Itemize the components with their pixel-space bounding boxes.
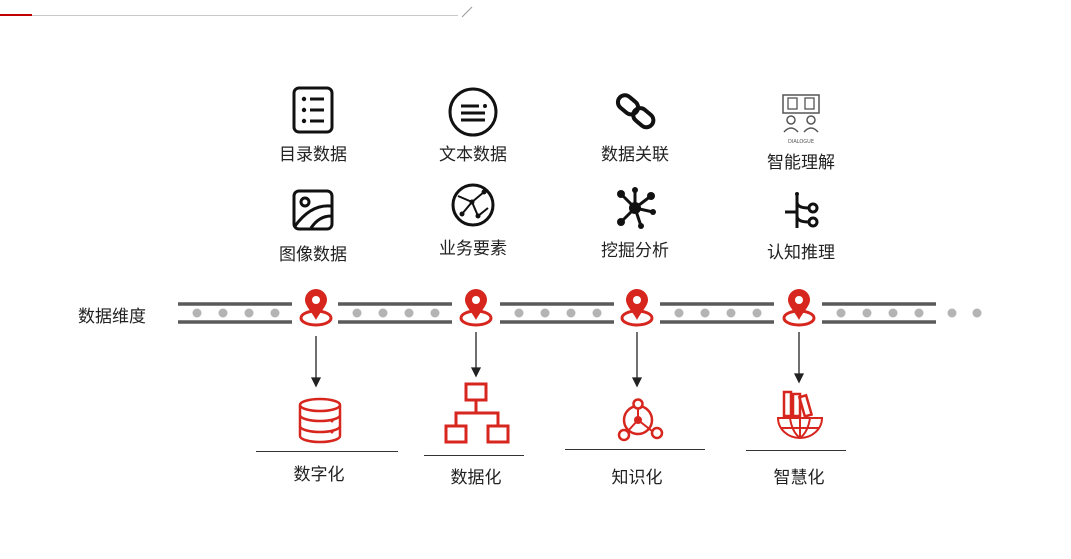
molecule-nodes-icon	[617, 187, 656, 229]
location-pin-icon	[782, 289, 816, 327]
track-dot	[218, 308, 228, 318]
track-dot	[244, 308, 254, 318]
stage-label-datafication: 数据化	[450, 468, 502, 488]
track-dot	[592, 308, 602, 318]
feature-label: 智能理解	[767, 153, 835, 173]
track-dot	[674, 308, 684, 318]
feature-label: 数据关联	[601, 145, 669, 165]
stage-underline	[424, 455, 524, 456]
track-dot	[514, 308, 524, 318]
track-dot	[862, 308, 872, 318]
stage-underline	[565, 449, 705, 450]
feature-label: 业务要素	[439, 239, 507, 259]
dialogue-icon: DIALOGUE	[782, 94, 820, 145]
text-circle-icon	[448, 87, 498, 137]
track-dot	[836, 308, 846, 318]
track-dot	[947, 308, 957, 318]
feature-text-data: 文本数据	[408, 86, 538, 165]
books-globe-icon	[776, 390, 824, 439]
down-arrow-head	[631, 377, 643, 388]
track-dot	[270, 308, 280, 318]
location-pin-icon	[459, 289, 493, 327]
feature-data-linking: 数据关联	[570, 92, 700, 165]
track-dot	[752, 308, 762, 318]
feature-image-data: 图像数据	[248, 188, 378, 265]
location-pin-icon	[620, 289, 654, 327]
feature-cognitive-reasoning: 认知推理	[736, 190, 866, 263]
down-arrow-head	[793, 373, 805, 384]
track-dot	[352, 308, 362, 318]
header-slash-mark	[461, 6, 473, 18]
location-pin-icon	[299, 289, 333, 327]
track-dot	[540, 308, 550, 318]
track-dot	[430, 308, 440, 318]
feature-intelligent-understanding: DIALOGUE 智能理解	[736, 92, 866, 173]
track-dot	[914, 308, 924, 318]
stage-label-digitization: 数字化	[293, 465, 345, 485]
dialogue-caption: DIALOGUE	[788, 139, 814, 145]
header-accent-bar	[0, 14, 32, 16]
org-chart-icon	[444, 382, 510, 444]
down-arrow-head	[310, 377, 322, 388]
track-dot	[404, 308, 414, 318]
feature-label: 挖掘分析	[601, 241, 669, 261]
feature-label: 认知推理	[767, 243, 835, 263]
feature-business-elements: 业务要素	[408, 182, 538, 259]
feature-catalog-data: 目录数据	[248, 86, 378, 165]
track-dot	[192, 308, 202, 318]
stage-label-intelligence: 智慧化	[773, 468, 825, 488]
track-dot	[378, 308, 388, 318]
track-dot	[566, 308, 576, 318]
branch-tree-icon	[785, 192, 819, 228]
stage-underline	[746, 450, 846, 451]
feature-label: 文本数据	[439, 145, 507, 165]
track-dot	[972, 308, 982, 318]
network-globe-icon	[451, 183, 495, 227]
axis-label: 数据维度	[78, 307, 146, 327]
stage-label-knowledge: 知识化	[611, 468, 663, 488]
header-divider	[32, 15, 458, 16]
chain-link-icon	[615, 93, 656, 130]
knowledge-graph-icon	[617, 398, 664, 442]
list-icon	[292, 86, 334, 134]
image-icon	[292, 189, 334, 231]
feature-label: 目录数据	[279, 145, 347, 165]
down-arrow-head	[470, 367, 482, 378]
track-dot	[888, 308, 898, 318]
track-dot	[726, 308, 736, 318]
track-dot	[700, 308, 710, 318]
feature-label: 图像数据	[279, 245, 347, 265]
database-icon	[298, 397, 342, 444]
stage-underline	[256, 451, 398, 452]
feature-mining-analysis: 挖掘分析	[570, 186, 700, 261]
